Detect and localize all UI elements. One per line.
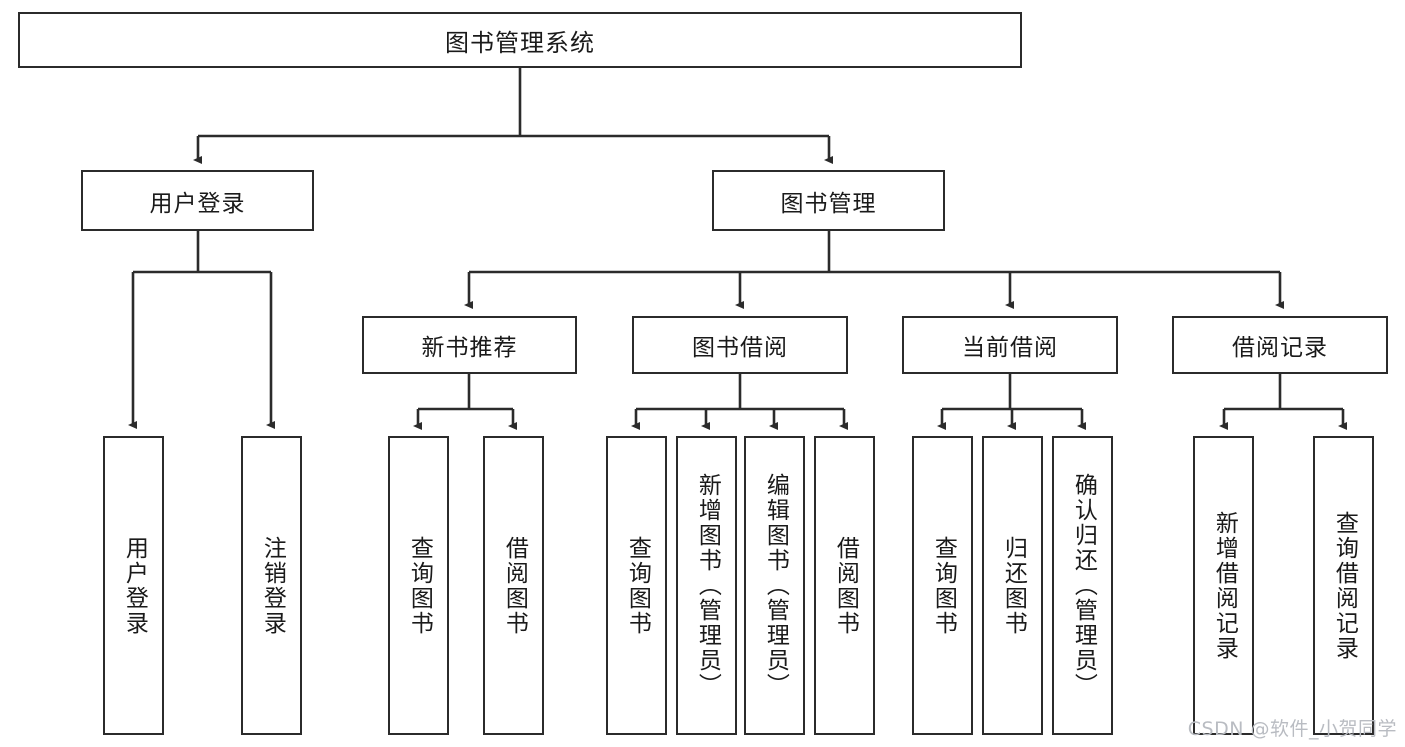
node-label: 查询借阅记录 xyxy=(1331,510,1358,661)
leaf-current-return-book[interactable]: 归还图书 xyxy=(982,436,1043,735)
node-label: 注销登录 xyxy=(259,535,286,636)
leaf-borrow-edit-book-admin[interactable]: 编辑图书（管理员） xyxy=(744,436,805,735)
node-label: 确认归还（管理员） xyxy=(1070,473,1097,698)
leaf-user-login-signin[interactable]: 用户登录 xyxy=(103,436,164,735)
node-label: 当前借阅 xyxy=(962,335,1058,361)
leaf-current-query-book[interactable]: 查询图书 xyxy=(912,436,973,735)
leaf-user-login-signout[interactable]: 注销登录 xyxy=(241,436,302,735)
node-book-management[interactable]: 图书管理 xyxy=(712,170,945,231)
node-label: 新增图书（管理员） xyxy=(694,473,721,698)
leaf-borrow-add-book-admin[interactable]: 新增图书（管理员） xyxy=(676,436,737,735)
leaf-new-book-borrow[interactable]: 借阅图书 xyxy=(483,436,544,735)
node-label: 查询图书 xyxy=(930,535,957,636)
leaf-record-add-record[interactable]: 新增借阅记录 xyxy=(1193,436,1254,735)
node-book-borrow[interactable]: 图书借阅 xyxy=(632,316,848,374)
node-new-book-recommend[interactable]: 新书推荐 xyxy=(362,316,577,374)
leaf-borrow-borrow-book[interactable]: 借阅图书 xyxy=(814,436,875,735)
node-current-borrow[interactable]: 当前借阅 xyxy=(902,316,1118,374)
node-label: 查询图书 xyxy=(624,535,651,636)
leaf-record-query-record[interactable]: 查询借阅记录 xyxy=(1313,436,1374,735)
watermark-text: CSDN @软件_小贺同学 xyxy=(1187,718,1397,740)
node-label: 归还图书 xyxy=(1000,535,1027,636)
leaf-current-confirm-return-admin[interactable]: 确认归还（管理员） xyxy=(1052,436,1113,735)
node-label: 借阅图书 xyxy=(832,535,859,636)
node-label: 用户登录 xyxy=(121,535,148,636)
node-label: 借阅记录 xyxy=(1232,335,1328,361)
node-label: 图书借阅 xyxy=(692,335,788,361)
node-label: 编辑图书（管理员） xyxy=(762,473,789,698)
node-label: 查询图书 xyxy=(406,535,433,636)
node-label: 图书管理 xyxy=(780,190,877,217)
node-label: 借阅图书 xyxy=(501,535,528,636)
node-label: 图书管理系统 xyxy=(445,28,595,57)
node-borrow-record[interactable]: 借阅记录 xyxy=(1172,316,1388,374)
node-label: 新增借阅记录 xyxy=(1211,510,1238,661)
node-label: 新书推荐 xyxy=(421,335,518,361)
node-root-system[interactable]: 图书管理系统 xyxy=(18,12,1022,68)
node-user-login[interactable]: 用户登录 xyxy=(81,170,314,231)
leaf-borrow-query-book[interactable]: 查询图书 xyxy=(606,436,667,735)
leaf-new-book-query[interactable]: 查询图书 xyxy=(388,436,449,735)
node-label: 用户登录 xyxy=(149,190,246,217)
